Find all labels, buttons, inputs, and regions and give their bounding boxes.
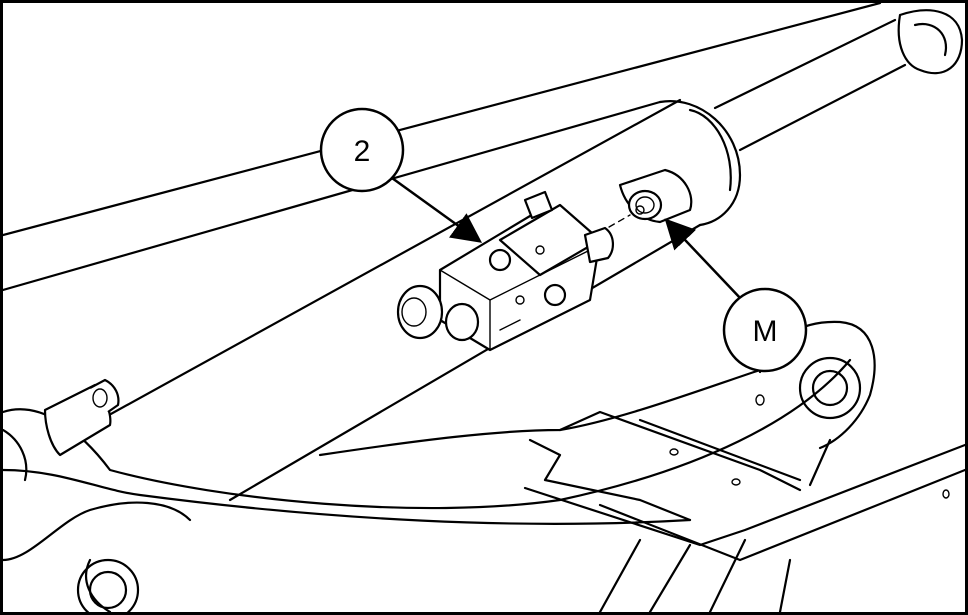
boom-arm [3,358,965,612]
callout-2-label: 2 [354,135,371,168]
cylinder-port-fitting [589,168,693,239]
callout-2-leader [391,176,483,243]
callout-2: 2 [319,107,405,193]
callout-m-leader [664,218,743,301]
callout-m-label: M [753,315,778,348]
valve-block [396,190,614,352]
lower-port-fitting [43,378,120,457]
technical-illustration: 2 M [3,3,965,612]
hydraulic-cylinder [3,3,964,502]
callout-m: M [722,287,808,373]
pivot-bracket [669,320,950,499]
